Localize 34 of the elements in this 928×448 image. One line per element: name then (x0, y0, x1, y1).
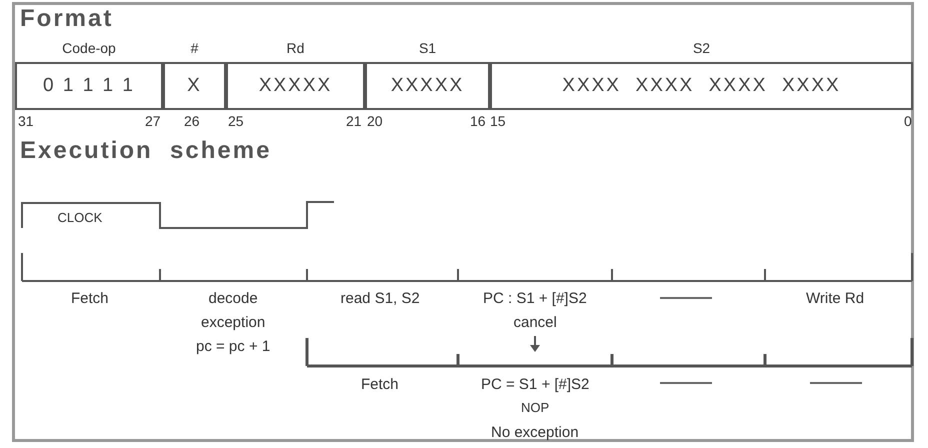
field-name: Code-op (61, 40, 117, 56)
stage-label: cancel (514, 314, 557, 331)
stage-label: exception (201, 314, 266, 331)
field-value: X (187, 75, 202, 97)
field-name: Rd (286, 40, 306, 56)
stage-label: Fetch (361, 376, 399, 393)
stage-label: PC = S1 + [#]S2 (481, 376, 590, 393)
section-heading: Format (20, 5, 114, 33)
field-name: # (190, 40, 200, 56)
bit-number: 15 (490, 113, 506, 129)
stage-label: PC : S1 + [#]S2 (483, 290, 587, 307)
field-value: 0 1 1 1 1 (43, 75, 135, 97)
field-name: S1 (418, 40, 438, 56)
field-value: XXXX XXXX XXXX XXXX (562, 75, 841, 97)
stage-label: Fetch (71, 290, 109, 307)
stage-label: decode (208, 290, 258, 307)
stage-label: read S1, S2 (340, 290, 420, 307)
bit-number: 27 (145, 113, 161, 129)
bit-number: 0 (904, 113, 912, 129)
section-heading: Execution scheme (20, 137, 272, 165)
bit-number: 16 (470, 113, 486, 129)
bit-number: 20 (367, 113, 383, 129)
field-name: S2 (692, 40, 712, 56)
stage-label: No exception (491, 424, 579, 441)
field-value: XXXXX (258, 75, 332, 97)
field-value: XXXXX (390, 75, 464, 97)
signal-name: CLOCK (58, 210, 102, 225)
stage-label: Write Rd (806, 290, 864, 307)
stage-label: NOP (521, 400, 550, 415)
bit-number: 31 (18, 113, 34, 129)
stage-label: pc = pc + 1 (196, 338, 270, 355)
bit-number: 25 (228, 113, 244, 129)
bit-number: 21 (346, 113, 362, 129)
bit-number: 26 (184, 113, 200, 129)
